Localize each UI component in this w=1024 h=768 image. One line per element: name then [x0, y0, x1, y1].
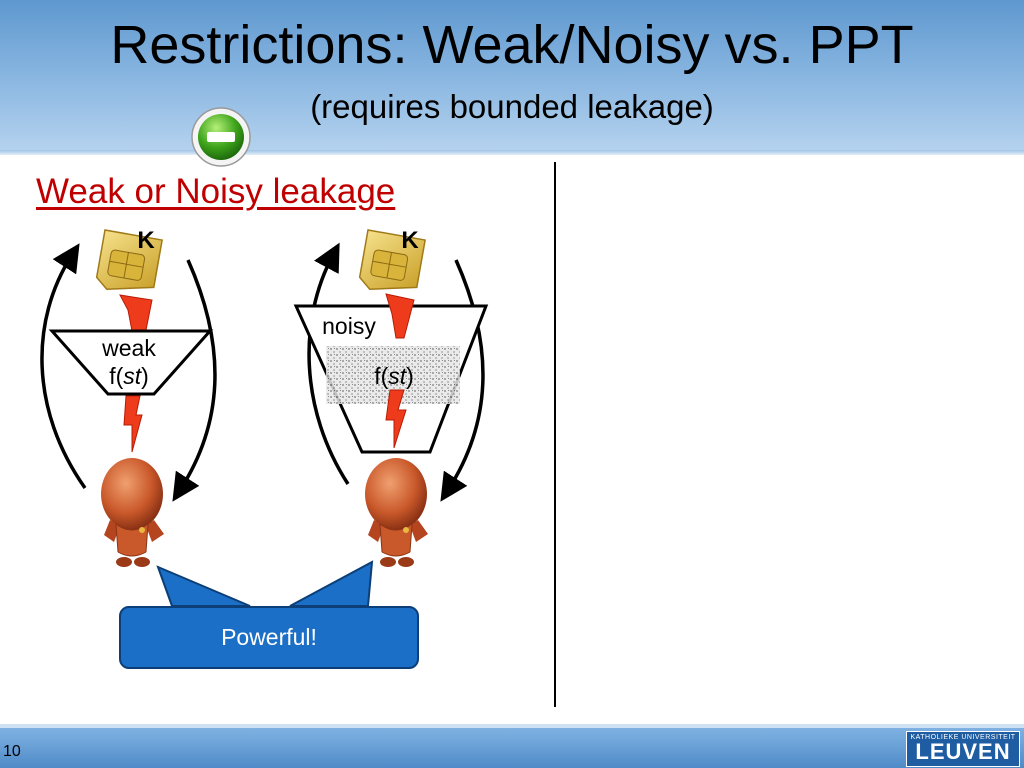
slide-subtitle: (requires bounded leakage) [310, 88, 714, 125]
footer-bar [0, 728, 1024, 768]
right-card-label: K [401, 227, 419, 254]
footer-rule [0, 724, 1024, 728]
right-funnel-label-fn: f(st) [374, 363, 414, 389]
logo-main-text: LEUVEN [915, 739, 1011, 764]
right-top-bolt [385, 293, 415, 339]
creature-icon [101, 458, 164, 567]
title-bar-rule [0, 150, 1024, 155]
callout-pointer-right [289, 560, 374, 607]
section-heading: Weak or Noisy leakage [36, 172, 396, 211]
right-outer-arrow [307, 242, 350, 485]
column-divider [554, 162, 556, 707]
right-bottom-bolt [385, 389, 407, 449]
callout-box: Powerful! [119, 606, 419, 669]
leakage-diagram: K weak f(st) K noisy [40, 227, 489, 607]
left-card-label: K [137, 227, 155, 254]
left-top-bolt [119, 294, 153, 332]
logo-top-text: KATHOLIEKE UNIVERSITEIT [910, 734, 1016, 741]
sim-card-icon [358, 229, 426, 290]
left-funnel [48, 329, 214, 396]
slide-title: Restrictions: Weak/Noisy vs. PPT [110, 15, 914, 75]
right-funnel-label-top: noisy [322, 313, 376, 339]
right-scene: K noisy f(st) [293, 227, 489, 567]
minus-badge-icon [191, 107, 251, 167]
left-outer-arrow [40, 243, 87, 490]
left-funnel-label-top: weak [101, 335, 156, 361]
callout-pointer-left [156, 565, 251, 607]
callout-text: Powerful! [221, 624, 317, 650]
left-inner-arrow [172, 259, 217, 502]
left-bottom-bolt [123, 395, 143, 453]
left-funnel-label-fn: f(st) [109, 363, 149, 389]
left-scene: K weak f(st) [40, 227, 217, 567]
page-number: 10 [3, 743, 21, 760]
sim-card-icon [95, 229, 163, 290]
title-bar [0, 0, 1024, 150]
right-inner-arrow [440, 259, 485, 502]
creature-icon [365, 458, 428, 567]
university-logo: KATHOLIEKE UNIVERSITEIT LEUVEN [906, 731, 1020, 767]
